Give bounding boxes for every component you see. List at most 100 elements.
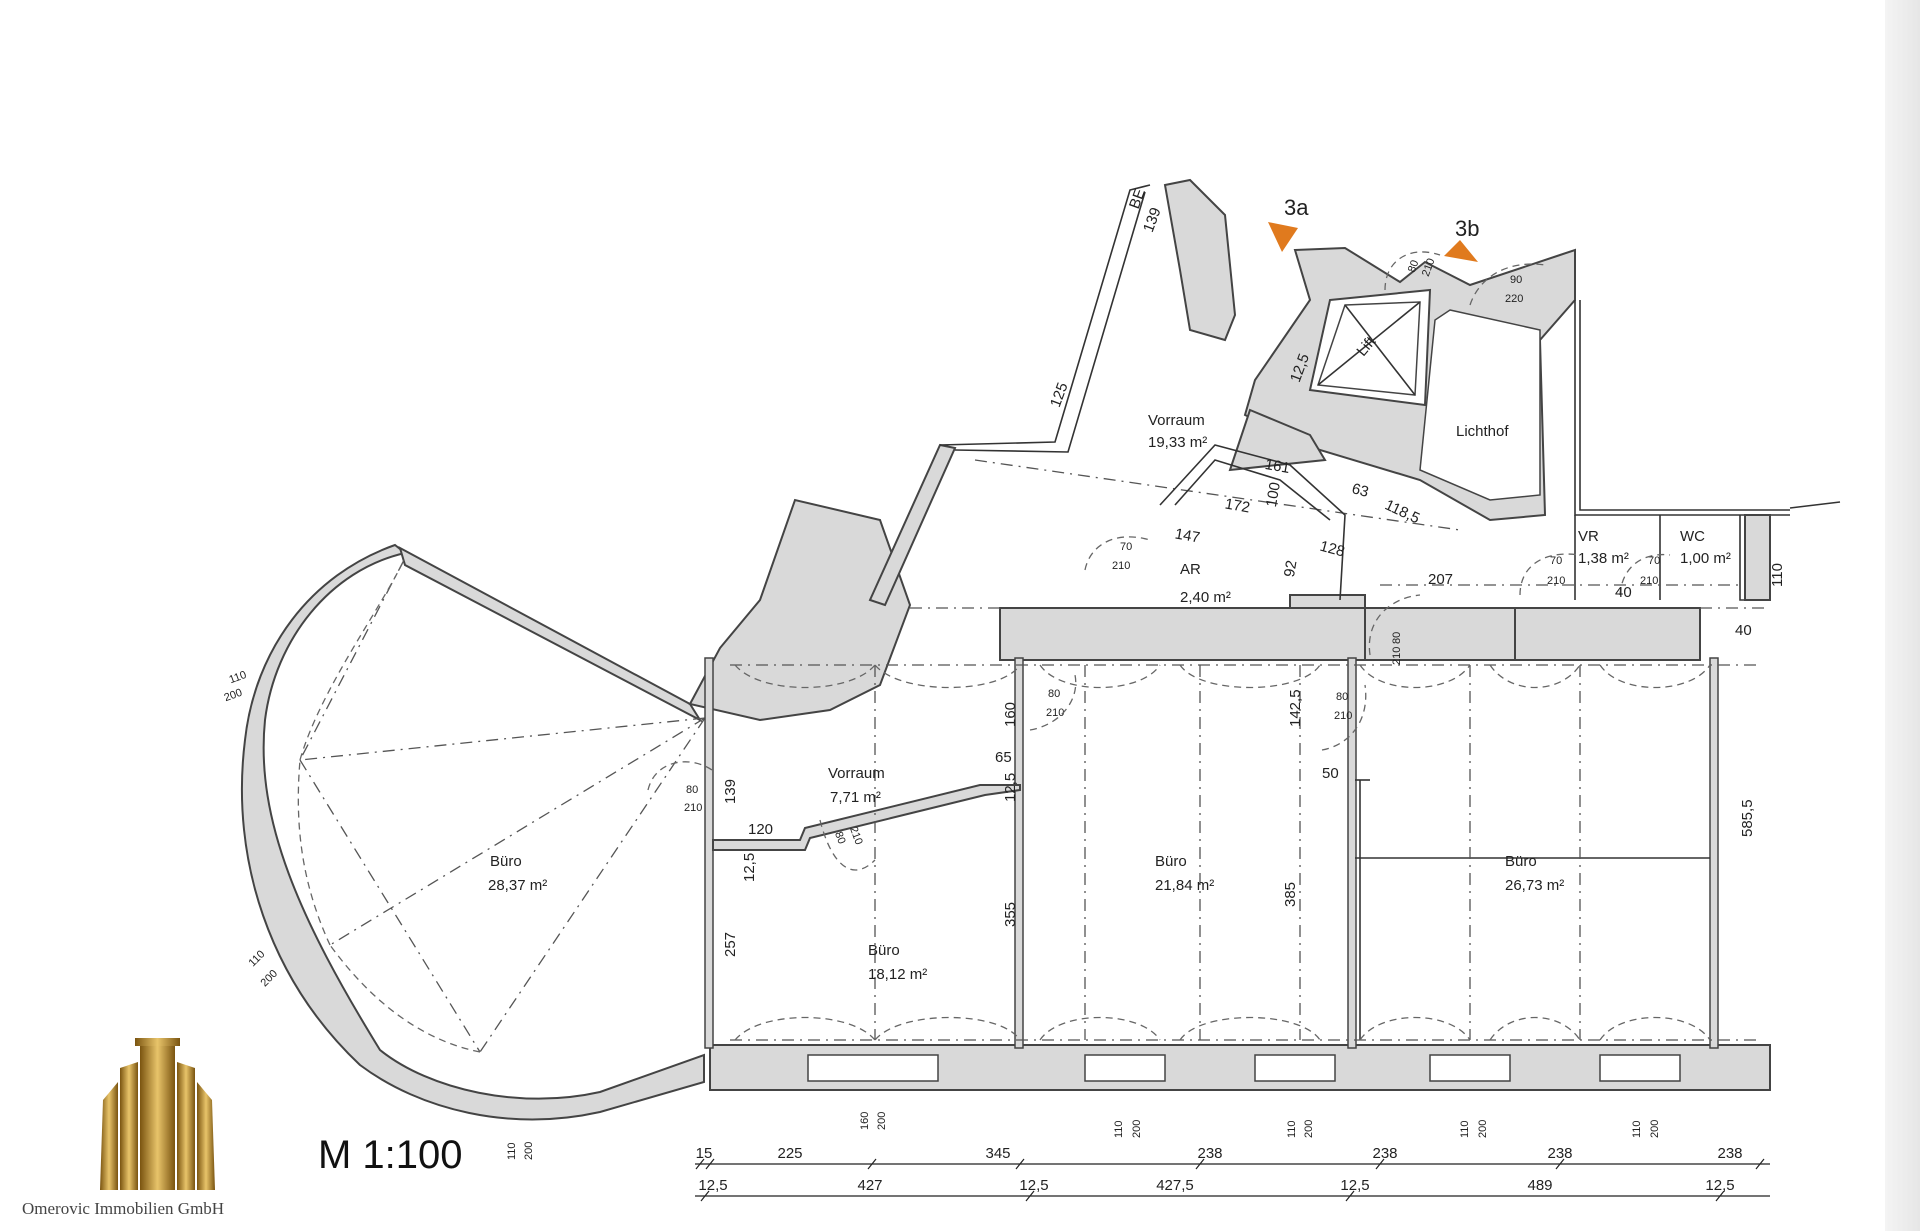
svg-text:80: 80 <box>1048 688 1060 700</box>
dimension-label: 161 <box>1264 456 1292 477</box>
room-name: Büro <box>1505 853 1537 870</box>
dimension-label: 12,5 <box>1019 1177 1048 1194</box>
dimension-label: 345 <box>985 1145 1010 1162</box>
dimension-tick <box>1755 1158 1765 1170</box>
dimension-label: 355 <box>1002 902 1019 927</box>
svg-text:210: 210 <box>1640 575 1658 587</box>
svg-text:3a: 3a <box>1284 195 1309 220</box>
room-name: WC <box>1680 528 1705 545</box>
door-tag: 80 210 <box>819 819 876 871</box>
dimension-label: 100 <box>1263 481 1284 509</box>
svg-text:210: 210 <box>1420 257 1438 278</box>
dimension-tick <box>1025 1190 1035 1202</box>
window-tag: 110 <box>1113 1120 1125 1138</box>
room-name: Büro <box>490 853 522 870</box>
window-tag: 110 <box>1459 1120 1471 1138</box>
dimension-label: 489 <box>1527 1177 1552 1194</box>
window-tag: 160 <box>859 1112 871 1130</box>
dimension-label: 385 <box>1282 882 1299 907</box>
svg-text:70: 70 <box>1120 541 1132 553</box>
room-area: 28,37 m² <box>488 877 547 894</box>
svg-text:80: 80 <box>1406 259 1421 275</box>
dimension-label: 142,5 <box>1287 689 1304 727</box>
page-edge <box>1885 0 1920 1231</box>
dimension-label: 139 <box>1140 205 1165 234</box>
svg-text:210: 210 <box>684 802 702 814</box>
dimension-tick <box>1345 1190 1355 1202</box>
room-area: 2,40 m² <box>1180 589 1231 606</box>
dimension-tick <box>1715 1190 1725 1202</box>
svg-text:90: 90 <box>1510 274 1522 286</box>
company-logo: Omerovic Immobilien GmbH <box>22 1038 224 1218</box>
svg-text:210: 210 <box>1334 710 1352 722</box>
room-area: 1,38 m² <box>1578 550 1629 567</box>
window-tag: 200 <box>523 1142 535 1160</box>
section-marker-3a: 3a <box>1268 195 1309 252</box>
room-name: Vorraum <box>1148 412 1205 429</box>
be-label: BE <box>1126 186 1149 211</box>
dimension-label: 238 <box>1372 1145 1397 1162</box>
dimension-label: 238 <box>1197 1145 1222 1162</box>
dimension-label: 12,5 <box>1340 1177 1369 1194</box>
room-name: Büro <box>868 942 900 959</box>
dimension-label: 257 <box>722 932 739 957</box>
room-area: 18,12 m² <box>868 966 927 983</box>
room-area: 21,84 m² <box>1155 877 1214 894</box>
door-tag: 70 210 <box>1084 536 1151 572</box>
svg-text:3b: 3b <box>1455 216 1479 241</box>
dimension-tick <box>1555 1158 1565 1170</box>
lower-offices <box>704 657 1771 1091</box>
svg-text:80: 80 <box>832 830 847 846</box>
svg-text:70: 70 <box>1550 555 1562 567</box>
dimension-label: 139 <box>722 779 739 804</box>
section-markers: 3a 3b <box>1268 195 1479 262</box>
door-tag: 80 210 <box>1384 251 1441 291</box>
dimension-label: 63 <box>1350 480 1371 501</box>
room-name: VR <box>1578 528 1599 545</box>
window-tag: 200 <box>1131 1120 1143 1138</box>
room-area: 26,73 m² <box>1505 877 1564 894</box>
dimension-label: 12,5 <box>1705 1177 1734 1194</box>
door-tag: 70 210 <box>1619 553 1671 596</box>
dimension-label: 15 <box>696 1145 713 1162</box>
window-tag: 200 <box>876 1112 888 1130</box>
window-tag: 110 <box>506 1142 518 1160</box>
svg-text:80: 80 <box>1391 632 1403 644</box>
dimension-label: 12,5 <box>741 853 758 882</box>
dimension-label: 225 <box>777 1145 802 1162</box>
round-office-walls <box>240 543 706 1121</box>
window-tag: 200 <box>1477 1120 1489 1138</box>
company-name: Omerovic Immobilien GmbH <box>22 1199 224 1218</box>
dimension-label: 118,5 <box>1382 497 1422 528</box>
window-tag: 110 <box>228 669 249 686</box>
svg-text:70: 70 <box>1648 555 1660 567</box>
dimension-tick <box>700 1190 710 1202</box>
svg-text:220: 220 <box>1505 293 1523 305</box>
svg-text:210: 210 <box>1112 560 1130 572</box>
dimension-tick <box>695 1158 705 1170</box>
dimension-label: 12,5 <box>698 1177 727 1194</box>
dimension-label: 427 <box>857 1177 882 1194</box>
room-name: Büro <box>1155 853 1187 870</box>
door-tag: 80 210 <box>1368 594 1421 665</box>
dimension-label: 120 <box>748 821 773 838</box>
room-labels: Vorraum 19,33 m² Lichthof AR 2,40 m² VR … <box>488 186 1731 983</box>
svg-text:80: 80 <box>686 784 698 796</box>
room-name: Vorraum <box>828 765 885 782</box>
dimension-label: 172 <box>1224 495 1252 516</box>
dimension-label: 160 <box>1002 702 1019 727</box>
svg-text:210: 210 <box>1046 707 1064 719</box>
section-marker-3b: 3b <box>1444 216 1479 262</box>
dimension-label: 207 <box>1428 571 1453 588</box>
svg-text:210: 210 <box>1547 575 1565 587</box>
dimension-label: 12,5 <box>1002 773 1019 802</box>
dimension-label: 125 <box>1047 380 1072 409</box>
door-tags: 80 210 80 210 80 210 80 210 80 210 70 21… <box>647 251 1671 871</box>
dimension-label: 40 <box>1735 622 1752 639</box>
room-name: Lichthof <box>1456 423 1509 440</box>
dimension-label: 65 <box>995 749 1012 766</box>
door-tag: 80 210 <box>647 761 713 814</box>
dimension-tick <box>1015 1158 1025 1170</box>
